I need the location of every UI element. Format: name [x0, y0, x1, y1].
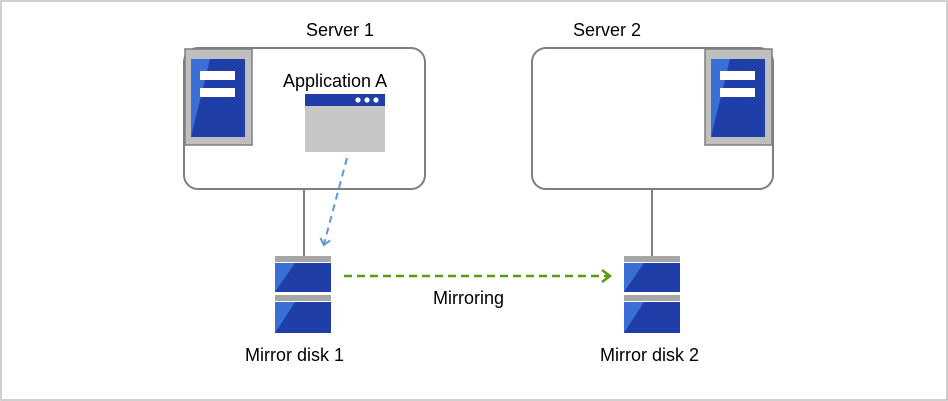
- application-label: Application A: [283, 71, 387, 91]
- application-access-arrow: [319, 157, 348, 247]
- server-2: Server 2: [531, 20, 774, 190]
- mirror-disk-2: Mirror disk 2: [600, 256, 699, 365]
- application-window-icon: [305, 94, 385, 152]
- mirror-disk-1: Mirror disk 1: [245, 256, 344, 365]
- server-1: Server 1 Application A: [183, 20, 426, 190]
- mirror-disk-2-label: Mirror disk 2: [600, 345, 699, 365]
- server-icon: [184, 48, 253, 146]
- mirror-disk-1-label: Mirror disk 1: [245, 345, 344, 365]
- disk-icon: [275, 256, 331, 333]
- disk-icon: [624, 256, 680, 333]
- server-2-label: Server 2: [573, 20, 641, 40]
- server-1-label: Server 1: [306, 20, 374, 40]
- server-icon: [704, 48, 773, 146]
- mirroring-label: Mirroring: [433, 288, 504, 308]
